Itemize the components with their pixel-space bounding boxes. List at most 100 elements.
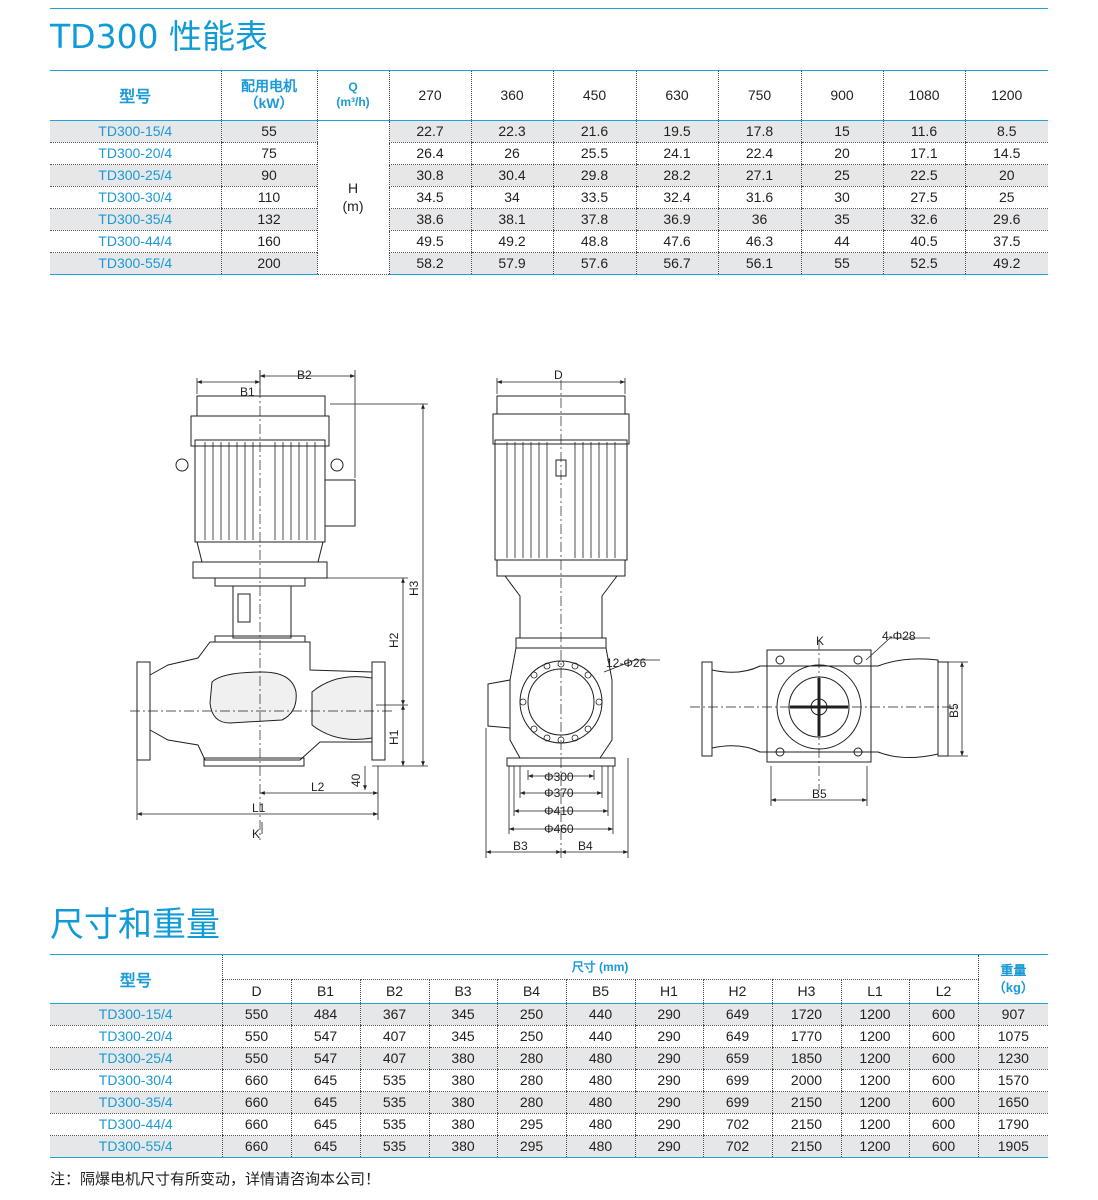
size-cell: 440 [565, 1003, 635, 1026]
top-view [690, 640, 958, 790]
size-cell: 1200 [840, 1069, 909, 1092]
size-cell: 660 [221, 1091, 291, 1114]
size-cell: 290 [634, 1003, 703, 1026]
head-cell: 31.6 [717, 186, 801, 209]
dim-header-row-2: D B1 B2 B3 B4 B5 H1 H2 H3 L1 L2 [50, 979, 1048, 1004]
head-cell: 20 [800, 142, 883, 165]
size-cell: 1200 [840, 1003, 909, 1026]
size-cell: 280 [496, 1091, 566, 1114]
perf-header-flow: 1200 [964, 71, 1048, 121]
size-cell: 407 [359, 1047, 429, 1070]
power-cell: 90 [220, 164, 317, 187]
perf-header-flow: 630 [635, 71, 718, 121]
perf-header-flow: 1080 [882, 71, 965, 121]
perf-header-motor: 配用电机 （kW） [220, 71, 317, 121]
size-cell: 550 [221, 1025, 291, 1048]
dia300-label: Φ300 [544, 770, 574, 784]
size-cell: 440 [565, 1025, 635, 1048]
head-cell: 22.3 [470, 120, 553, 143]
dimensions-table: 型号 尺寸 (mm) 重量 （kg） D B1 B2 B3 B4 B5 H1 H… [50, 955, 1049, 1158]
size-cell: 480 [565, 1069, 635, 1092]
size-cell: 250 [496, 1025, 566, 1048]
size-cell: 535 [359, 1135, 429, 1158]
head-cell: 44 [800, 230, 883, 253]
power-cell: 55 [220, 120, 317, 143]
head-cell: 32.4 [635, 186, 718, 209]
power-cell: 75 [220, 142, 317, 165]
size-cell: 380 [428, 1091, 497, 1114]
size-cell: 2150 [771, 1135, 841, 1158]
head-cell: 37.5 [964, 230, 1048, 253]
h-unit-cell: H (m) [316, 120, 389, 275]
size-cell: 345 [428, 1025, 497, 1048]
table-row: TD300-25/4 90 30.8 30.4 29.8 28.2 27.1 2… [50, 164, 1048, 187]
size-cell: 660 [221, 1069, 291, 1092]
h-label: H [347, 180, 359, 196]
table-row: TD300-35/4 132 38.6 38.1 37.8 36.9 36 35… [50, 208, 1048, 231]
dim-header-col: L2 [908, 979, 979, 1004]
head-cell: 49.5 [388, 230, 471, 253]
size-cell: 535 [359, 1069, 429, 1092]
size-cell: 600 [908, 1113, 979, 1136]
size-cell: 250 [496, 1003, 566, 1026]
head-cell: 30 [800, 186, 883, 209]
table-row: TD300-20/4 550 547 407 345 250 440 290 6… [50, 1025, 1049, 1048]
top-dimensions [770, 637, 968, 806]
size-cell: 600 [908, 1135, 979, 1158]
h-unit: (m) [342, 198, 364, 214]
flange-bolts-label: 12-Φ26 [606, 656, 647, 670]
dim-header-col: D [221, 979, 291, 1004]
power-cell: 132 [220, 208, 317, 231]
head-cell: 21.6 [552, 120, 636, 143]
size-cell: 1200 [840, 1135, 909, 1158]
size-cell: 702 [702, 1135, 772, 1158]
size-cell: 649 [702, 1003, 772, 1026]
dim-header-row-1: 型号 尺寸 (mm) 重量 （kg） [50, 955, 1049, 1004]
b5-side-label: B5 [947, 703, 961, 718]
table-row: TD300-20/4 75 26.4 26 25.5 24.1 22.4 20 … [50, 142, 1048, 165]
h2-label: H2 [387, 632, 401, 648]
size-cell: 699 [702, 1091, 772, 1114]
size-cell: 645 [290, 1069, 360, 1092]
head-cell: 36.9 [635, 208, 718, 231]
dim-title-rule [50, 954, 1048, 955]
head-cell: 25 [800, 164, 883, 187]
head-cell: 22.5 [882, 164, 965, 187]
head-cell: 29.8 [552, 164, 636, 187]
l2-label: L2 [311, 780, 325, 794]
table-row: TD300-55/4 660 645 535 380 295 480 290 7… [50, 1135, 1049, 1158]
table-row: TD300-44/4 160 49.5 49.2 48.8 47.6 46.3 … [50, 230, 1048, 253]
perf-title-rule [50, 70, 1048, 71]
head-cell: 35 [800, 208, 883, 231]
table-row: TD300-44/4 660 645 535 380 295 480 290 7… [50, 1113, 1049, 1136]
pump-dimension-drawing: B1 B2 H3 H2 H1 40 L2 L1 K [130, 368, 968, 860]
size-cell: 600 [908, 1069, 979, 1092]
perf-header-flow: 270 [388, 71, 471, 121]
top-dimension-labels: K 4-Φ28 B5 B5 [812, 629, 961, 801]
size-cell: 290 [634, 1025, 703, 1048]
head-cell: 25 [964, 186, 1048, 209]
size-cell: 380 [428, 1047, 497, 1070]
footnote: 注：隔爆电机尺寸有所变动，详情请咨询本公司！ [50, 1170, 381, 1188]
head-cell: 55 [800, 252, 883, 275]
head-cell: 26.4 [388, 142, 471, 165]
table-row: TD300-30/4 110 34.5 34 33.5 32.4 31.6 30… [50, 186, 1048, 209]
size-cell: 600 [908, 1047, 979, 1070]
perf-header-q-line1: Q [348, 80, 358, 95]
perf-header-q: Q (m³/h) [316, 71, 389, 121]
size-cell: 480 [565, 1113, 635, 1136]
dim-header-weight-line1: 重量 [1000, 962, 1027, 978]
dim-header-col: B1 [290, 979, 360, 1004]
head-cell: 11.6 [882, 120, 965, 143]
front-dimensions [136, 370, 428, 834]
size-cell: 280 [496, 1047, 566, 1070]
head-cell: 58.2 [388, 252, 471, 275]
size-cell: 600 [908, 1003, 979, 1026]
base-bolts-label: 4-Φ28 [882, 629, 916, 643]
dim-header-col: B4 [496, 979, 566, 1004]
head-cell: 40.5 [882, 230, 965, 253]
dim-header-col: H3 [771, 979, 841, 1004]
power-cell: 160 [220, 230, 317, 253]
head-cell: 14.5 [964, 142, 1048, 165]
b3-label: B3 [513, 839, 528, 853]
